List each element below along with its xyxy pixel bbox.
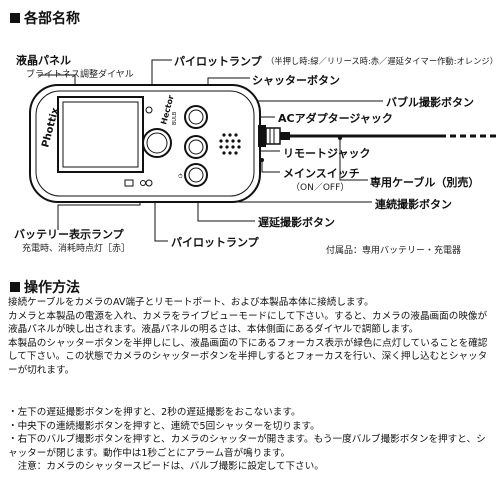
operation-body: 接続ケーブルをカメラのAV端子とリモートポート、および本製品本体に接続します。 … [8,296,494,377]
operation-section-title: 操作方法 [24,280,80,296]
main-switch-sublabel: （ON／OFF） [291,183,350,193]
shutter-button-label: シャッターボタン [252,74,340,87]
pilot-lamp-bottom-label: パイロットランプ [171,236,259,249]
pilot-lamp-top-label: パイロットランプ [174,55,262,68]
note-item: 注意：カメラのシャッタースピードは、バルブ撮影に設定して下さい。 [8,461,324,472]
main-switch-label: メインスイッチ [283,167,360,180]
operation-section-heading: 操作方法 [10,277,80,297]
operation-paragraph: 接続ケーブルをカメラのAV端子とリモートポート、および本製品本体に接続します。 [8,297,374,308]
lcd-panel-label: 液晶パネル [16,54,71,67]
operation-notes: ・左下の遅延撮影ボタンを押すと、2秒の遅延撮影をおこないます。 ・中央下の連続撮… [8,406,494,474]
operation-paragraph: 本製品のシャッターボタンを半押しにし、液晶画面の下にあるフォーカス表示が緑色に点… [8,337,488,376]
square-bullet-icon [10,13,20,23]
lcd-panel-sublabel: ブライトネス調整ダイヤル [26,70,134,80]
pilot-lamp-top-sublabel: （半押し時:緑／リリース時:赤／遅延タイマー作動:オレンジ） [266,56,498,66]
note-item: ・左下の遅延撮影ボタンを押すと、2秒の遅延撮影をおこないます。 [8,407,301,418]
battery-lamp-sublabel: 充電時、消耗時点灯［赤］ [22,244,131,254]
note-item: ・中央下の連続撮影ボタンを押すと、連続で5回シャッターを切ります。 [8,420,320,432]
delay-button-label: 遅延撮影ボタン [258,216,335,229]
svg-text:⏱: ⏱ [178,173,183,180]
device-diagram: Phottix Hector BULB ⏱ [29,59,500,242]
parts-section-heading: 各部名称 [10,8,80,28]
cable-leader-line [339,138,368,181]
remote-jack-label: リモートジャック [283,147,371,160]
bulb-button-label: バブル撮影ボタン [386,96,474,109]
operation-paragraph: カメラと本製品の電源を入れ、カメラをライブビューモードにして下さい。すると、カメ… [8,310,488,336]
jack-connector [258,125,266,147]
note-item: ・右下のバルブ撮影ボタンを押すと、カメラのシャッターが開きます。もう一度バルブ撮… [8,434,486,459]
ac-jack-label: ACアダプタージャック [278,112,393,125]
accessories-note: 付属品：専用バッテリー・充電器 [326,246,462,256]
battery-lamp-label: バッテリー表示ランプ [14,228,124,241]
continuous-button-label: 連続撮影ボタン [375,198,452,211]
cable-label: 専用ケーブル（別売） [370,176,480,189]
switch-leader-line [261,160,280,173]
square-bullet-icon [10,282,20,292]
parts-section-title: 各部名称 [24,11,80,27]
svg-text:BULB: BULB [172,111,178,125]
